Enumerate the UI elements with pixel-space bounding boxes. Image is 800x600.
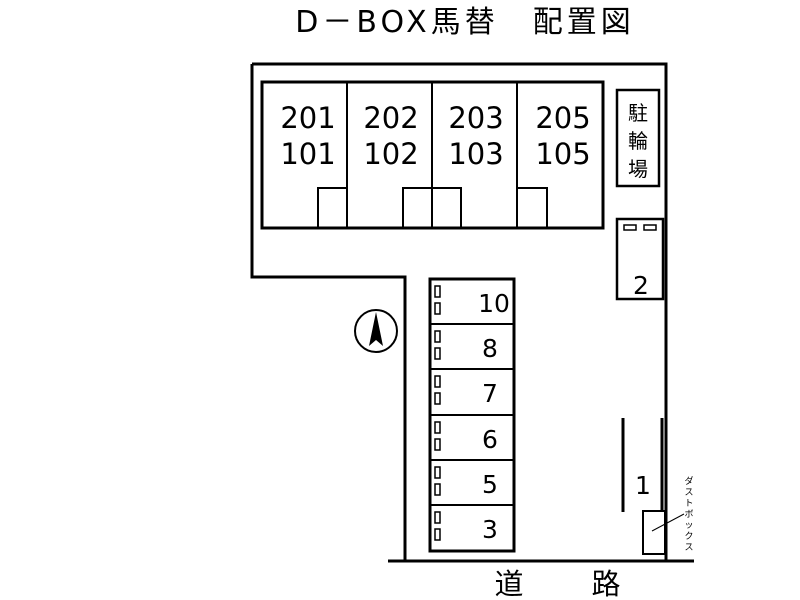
dust-box: ダ ス ト ボ ッ ク ス — [642, 475, 694, 555]
unit-entrance — [431, 187, 462, 229]
parking-number: 2 — [633, 271, 649, 300]
meter-icon — [434, 511, 441, 524]
bicycle-parking-label: 輪 — [628, 129, 648, 153]
dust-box-label: ス — [684, 543, 693, 553]
meter-icon — [434, 285, 441, 298]
meter-icon — [643, 224, 657, 231]
bicycle-parking-box — [615, 88, 661, 188]
meter-icon — [623, 224, 637, 231]
parking-number: 7 — [482, 379, 498, 408]
site-boundary-left — [250, 64, 407, 560]
meter-icon — [434, 483, 441, 496]
parking-space-right-top: 2 — [615, 217, 665, 301]
unit-number-upper: 203 — [448, 101, 503, 135]
unit-number-upper: 205 — [535, 101, 590, 135]
page-title: D－BOX馬替 配置図 — [295, 5, 634, 40]
unit-entrance — [516, 187, 548, 229]
meter-icon — [434, 466, 441, 479]
dust-box-label: ッ — [684, 521, 693, 531]
unit-entrance — [317, 187, 348, 229]
dust-box-outline — [642, 510, 666, 555]
meter-icon — [434, 330, 441, 343]
meter-icon — [434, 392, 441, 405]
unit-number-upper: 202 — [363, 101, 418, 135]
parking-number: 5 — [482, 470, 498, 499]
bicycle-parking: 駐 輪 場 — [615, 88, 661, 188]
parking-box — [615, 217, 665, 301]
road-label: 道 — [494, 567, 523, 600]
apartment-building: 201 101 202 102 203 103 205 105 — [260, 80, 605, 230]
meter-icon — [434, 421, 441, 434]
meter-icon — [434, 302, 441, 315]
meter-icon — [434, 347, 441, 360]
dust-box-label: ボ — [684, 509, 693, 520]
dust-box-label: ク — [684, 531, 693, 542]
leader-line — [651, 513, 685, 532]
parking-number: 6 — [482, 425, 498, 454]
unit-number-lower: 102 — [363, 137, 418, 171]
unit-number-lower: 105 — [535, 137, 590, 171]
unit-number-upper: 201 — [280, 101, 335, 135]
parking-number: 3 — [482, 515, 498, 544]
parking-space-right-bottom: 1 — [621, 418, 664, 512]
north-arrow-icon — [354, 309, 398, 353]
unit-number-lower: 101 — [280, 137, 335, 171]
meter-icon — [434, 438, 441, 451]
unit-entrance — [402, 187, 433, 229]
bicycle-parking-label: 場 — [628, 157, 648, 181]
parking-number: 1 — [635, 471, 651, 500]
site-boundary-right — [252, 62, 668, 560]
parking-number: 8 — [482, 334, 498, 363]
meter-icon — [434, 375, 441, 388]
dust-box-label: ダ — [684, 475, 693, 487]
unit-number-lower: 103 — [448, 137, 503, 171]
road-label: 路 — [591, 567, 620, 600]
bicycle-parking-label: 駐 — [628, 101, 648, 125]
dust-box-label: ス — [684, 488, 693, 498]
dust-box-label: ト — [684, 499, 693, 509]
meter-icon — [434, 528, 441, 541]
parking-block: 10 8 7 6 5 3 — [428, 277, 516, 553]
parking-number: 10 — [478, 289, 510, 318]
